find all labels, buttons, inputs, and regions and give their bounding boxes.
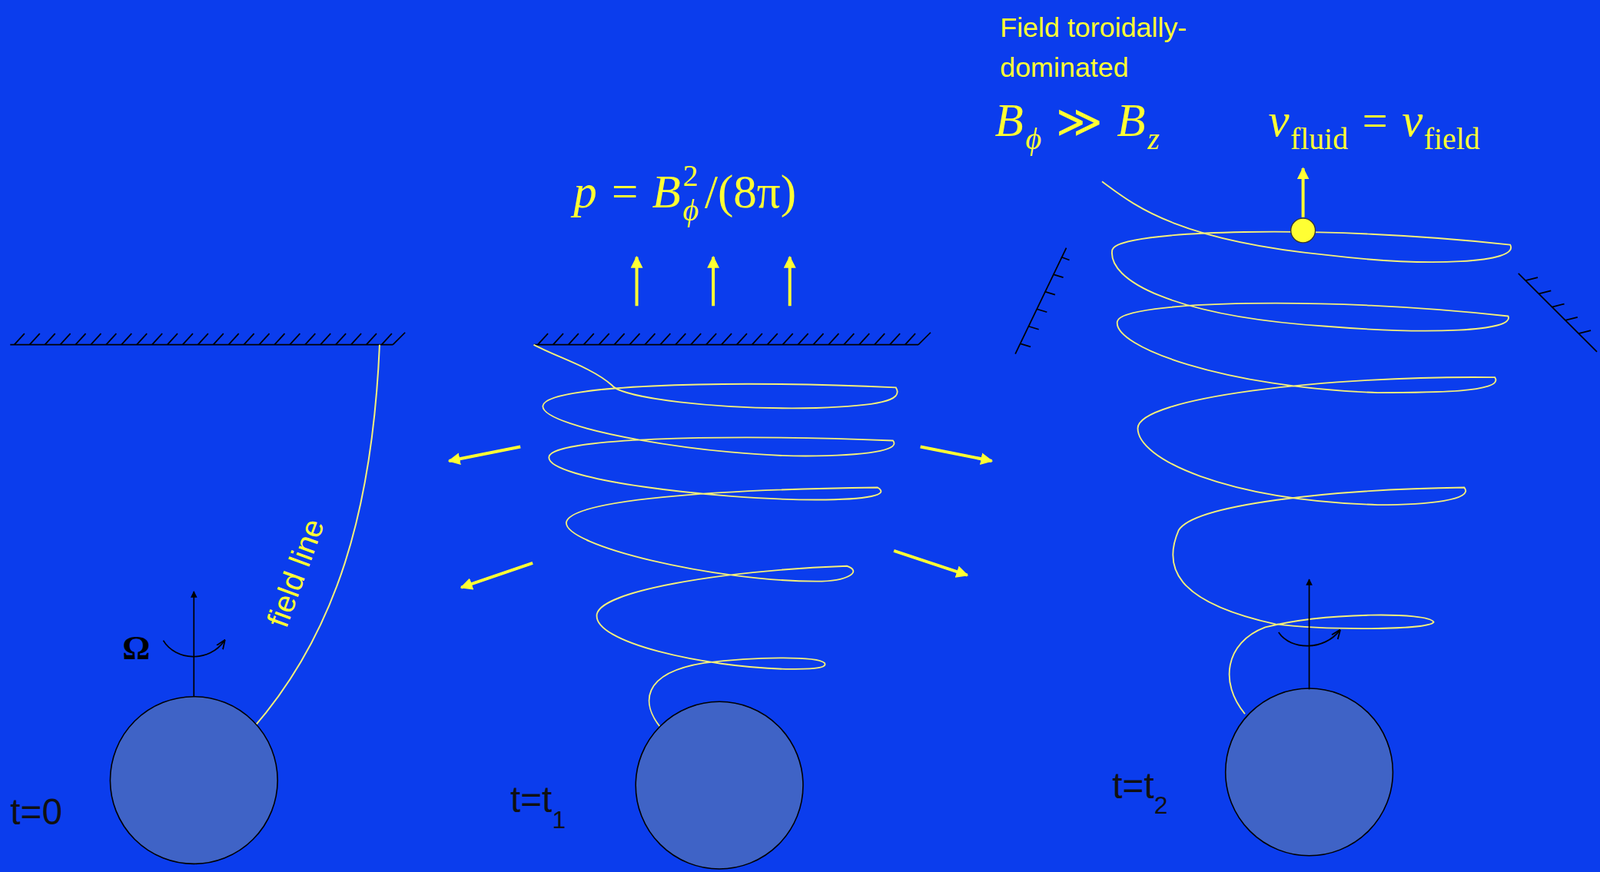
- math-subscript: ϕ: [1025, 124, 1043, 156]
- math-subscript: field: [1424, 124, 1481, 156]
- math-operator: ≫: [1055, 99, 1103, 145]
- ceiling: [533, 332, 931, 346]
- math-symbol: B: [995, 96, 1024, 144]
- math-formula: p = B: [573, 168, 681, 216]
- time-label: t=t: [510, 781, 552, 819]
- star: [1225, 688, 1394, 857]
- twisted-field-line: [1102, 181, 1511, 714]
- twisted-field-line: [533, 345, 897, 729]
- time-subscript: 1: [551, 808, 566, 834]
- math-operator: =: [1362, 99, 1388, 144]
- annotation: Field toroidally- dominated: [999, 8, 1255, 89]
- math-symbol: v: [1268, 96, 1289, 144]
- math-subscript: z: [1147, 124, 1160, 156]
- velocity-arrow: [1301, 168, 1305, 218]
- time-label: t=0: [9, 793, 63, 831]
- math-subscript: ϕ: [682, 195, 699, 227]
- math-superscript: 2: [682, 161, 698, 193]
- rotation-axis: [1308, 579, 1311, 690]
- omega-symbol: Ω: [122, 630, 150, 666]
- math-symbol: v: [1401, 96, 1423, 144]
- math-symbol: B: [1116, 96, 1146, 144]
- rotation-arrow: [1278, 630, 1341, 646]
- math-subscript: fluid: [1290, 124, 1348, 156]
- wall: [1015, 248, 1597, 355]
- ceiling: [9, 332, 405, 346]
- time-subscript: 2: [1154, 793, 1169, 819]
- rotation-arrow: [162, 640, 225, 658]
- field-line-label: field line: [262, 515, 329, 632]
- fluid-element: [1291, 218, 1316, 243]
- star: [635, 701, 804, 870]
- star: [109, 697, 278, 865]
- math-formula: /(8π): [704, 168, 797, 216]
- pressure-arrows: [637, 257, 791, 307]
- field-line: [252, 345, 380, 729]
- time-label: t=t: [1112, 767, 1154, 805]
- rotation-axis: [192, 591, 195, 698]
- expansion-arrows: [448, 446, 992, 588]
